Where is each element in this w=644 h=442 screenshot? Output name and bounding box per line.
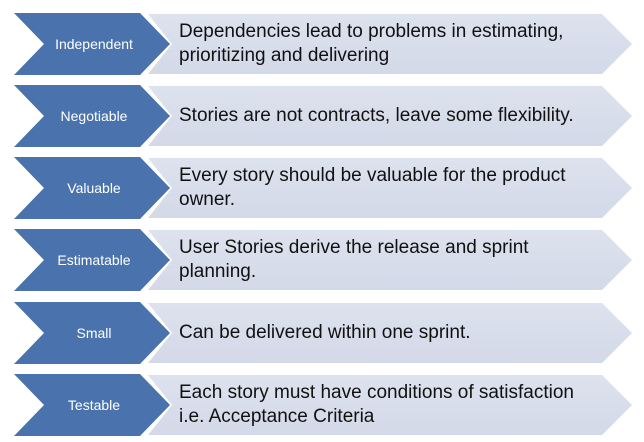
row-small: Can be delivered within one sprint. Smal… [0, 302, 644, 364]
label-chevron: Negotiable [14, 85, 170, 147]
label-text: Valuable [67, 180, 121, 196]
row-estimatable: User Stories derive the release and spri… [0, 229, 644, 291]
row-valuable: Every story should be valuable for the p… [0, 157, 644, 219]
label-text: Testable [67, 397, 121, 413]
label-text: Small [76, 325, 112, 341]
description-arrow: Each story must have conditions of satis… [148, 375, 632, 435]
description-text: Each story must have conditions of satis… [179, 382, 574, 427]
label-chevron: Independent [14, 13, 170, 75]
description-text: Dependencies lead to problems in estimat… [179, 21, 564, 66]
description-arrow: Stories are not contracts, leave some fl… [148, 86, 632, 146]
label-text: Negotiable [60, 108, 128, 124]
description-text: User Stories derive the release and spri… [179, 237, 529, 282]
label-text: Estimatable [57, 252, 131, 268]
label-text: Independent [55, 36, 133, 52]
label-chevron: Valuable [14, 157, 170, 219]
description-arrow: Can be delivered within one sprint. [148, 303, 632, 363]
row-negotiable: Stories are not contracts, leave some fl… [0, 85, 644, 147]
label-chevron: Estimatable [14, 229, 170, 291]
row-independent: Dependencies lead to problems in estimat… [0, 13, 644, 75]
description-arrow: Dependencies lead to problems in estimat… [148, 14, 632, 74]
description-text: Every story should be valuable for the p… [179, 165, 566, 210]
label-chevron: Small [14, 302, 170, 364]
description-arrow: User Stories derive the release and spri… [148, 230, 632, 290]
row-testable: Each story must have conditions of satis… [0, 374, 644, 436]
description-arrow: Every story should be valuable for the p… [148, 158, 632, 218]
description-text: Can be delivered within one sprint. [179, 322, 471, 343]
label-chevron: Testable [14, 374, 170, 436]
description-text: Stories are not contracts, leave some fl… [179, 105, 574, 126]
